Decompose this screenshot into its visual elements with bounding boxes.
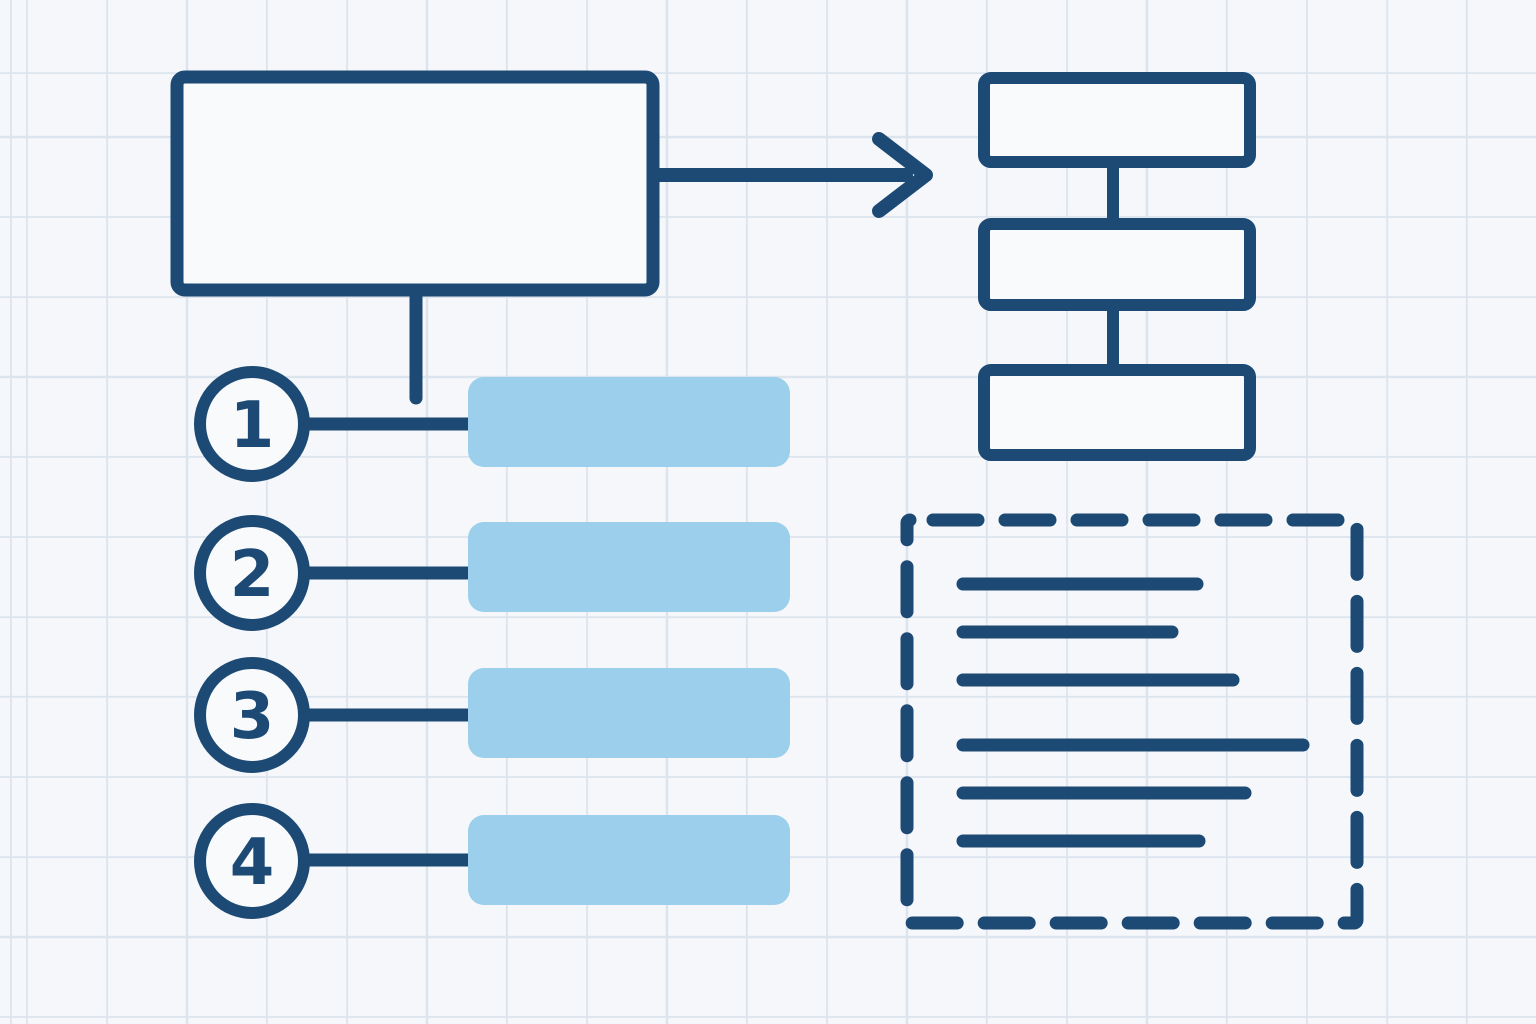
stacked-box <box>978 218 1256 311</box>
numbered-step-list: 1 2 3 4 <box>194 366 790 919</box>
step-number: 4 <box>230 826 275 900</box>
flow-arrow-head <box>872 132 933 218</box>
step-label-bar <box>468 377 790 467</box>
stacked-boxes <box>978 72 1256 461</box>
step-number: 3 <box>230 680 275 754</box>
step-number-circle <box>194 366 310 482</box>
step-number-circle <box>194 515 310 631</box>
step-item: 2 <box>194 515 790 631</box>
step-number-circle <box>194 803 310 919</box>
step-label-bar <box>468 815 790 905</box>
step-item: 3 <box>194 657 790 773</box>
stacked-box <box>978 364 1256 461</box>
step-number: 2 <box>230 538 275 612</box>
main-topic-box <box>170 70 660 297</box>
step-label-bar <box>468 522 790 612</box>
step-label-bar <box>468 668 790 758</box>
notes-panel <box>900 513 1364 930</box>
notes-panel-dashed-border <box>900 513 1364 930</box>
step-item: 1 <box>194 366 790 482</box>
stacked-box <box>978 72 1256 168</box>
step-number: 1 <box>230 389 275 463</box>
flow-arrow-icon <box>649 132 933 218</box>
step-item: 4 <box>194 803 790 919</box>
step-number-circle <box>194 657 310 773</box>
